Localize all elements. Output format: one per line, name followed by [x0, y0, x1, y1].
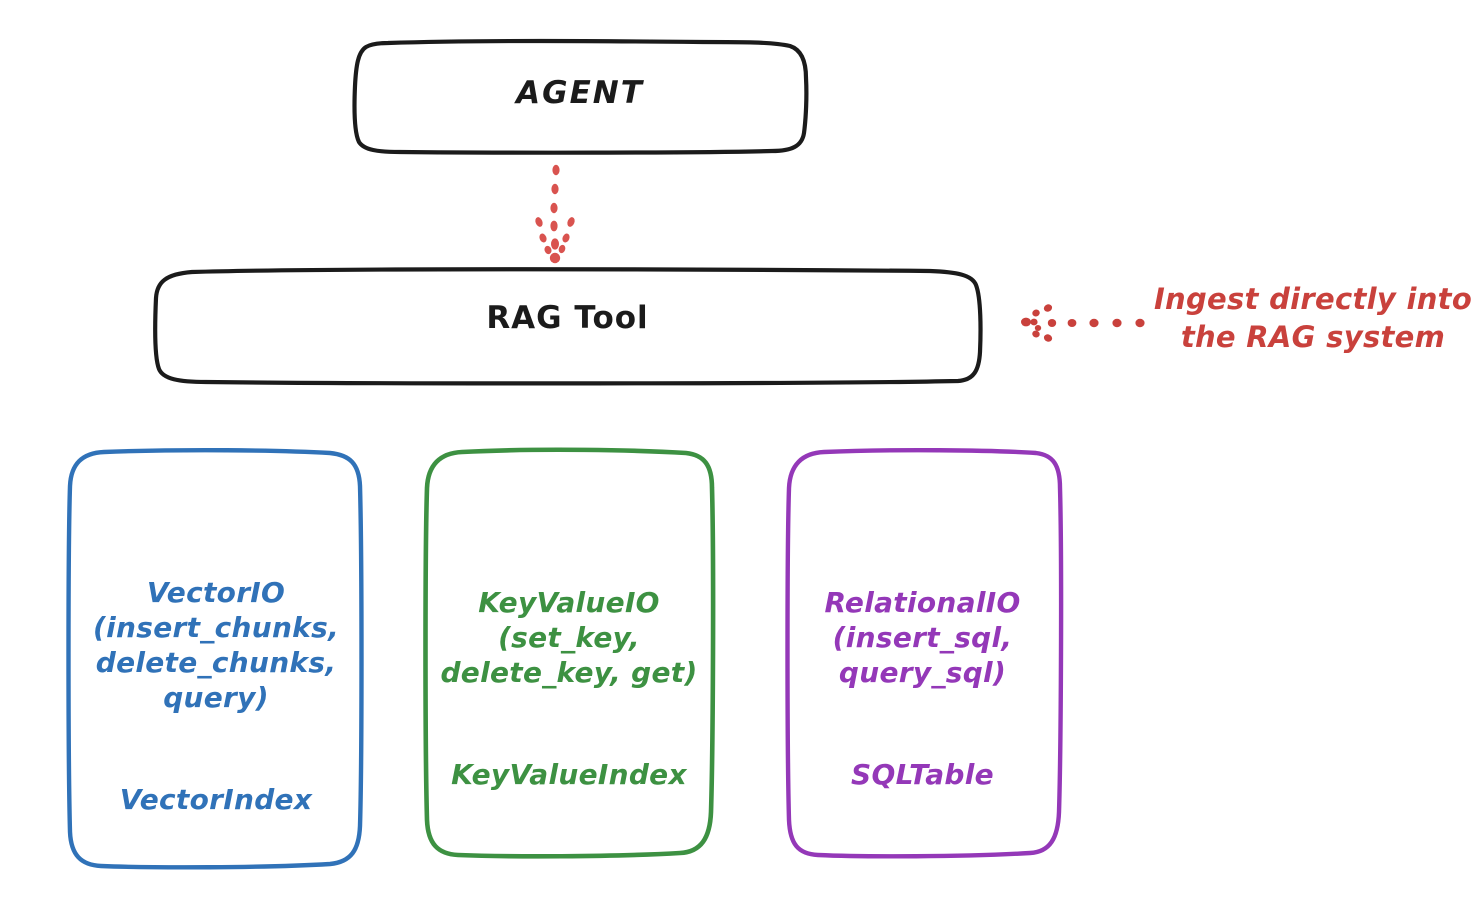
relational-io-index-label: SQLTable: [851, 758, 994, 791]
node-key-value-io[interactable]: [423, 447, 716, 859]
vector-io-text: VectorIO (insert_chunks, delete_chunks, …: [56, 540, 376, 852]
node-vector-io[interactable]: [66, 447, 364, 870]
relational-io-api-label: RelationalIO (insert_sql, query_sql): [824, 586, 1021, 689]
edge-ingest-annotation: [1021, 304, 1145, 342]
node-agent[interactable]: [352, 38, 809, 155]
key-value-io-text: KeyValueIO (set_key, delete_key, get) Ke…: [404, 550, 734, 827]
key-value-io-index-label: KeyValueIndex: [451, 758, 687, 791]
key-value-io-box-outline: [423, 447, 716, 859]
rag-tool-box-outline: [153, 267, 983, 386]
relational-io-text: RelationalIO (insert_sql, query_sql) SQL…: [770, 550, 1075, 827]
node-rag-tool[interactable]: [153, 267, 983, 386]
agent-box-outline: [352, 38, 809, 155]
edge-agent-to-rag-tool: [535, 164, 575, 264]
relational-io-box-outline: [785, 447, 1064, 859]
vector-io-index-label: VectorIndex: [119, 783, 313, 816]
rag-tool-label: RAG Tool: [486, 300, 649, 336]
vector-io-api-label: VectorIO (insert_chunks, delete_chunks, …: [93, 576, 339, 714]
key-value-io-api-label: KeyValueIO (set_key, delete_key, get): [440, 586, 698, 689]
agent-label: AGENT: [516, 75, 644, 111]
node-relational-io[interactable]: [785, 447, 1064, 859]
ingest-annotation-label: Ingest directly into the RAG system: [1153, 282, 1473, 354]
vector-io-box-outline: [66, 447, 364, 870]
